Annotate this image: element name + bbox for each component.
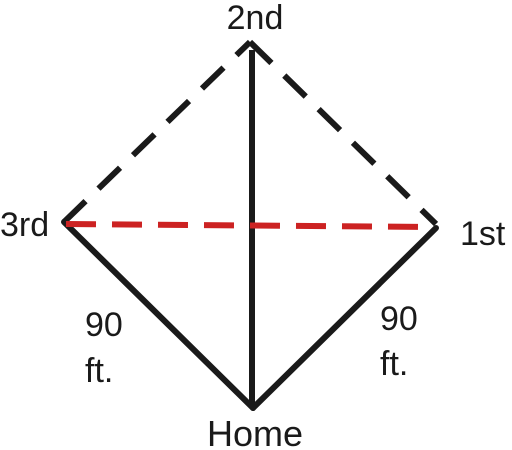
left-distance-unit: ft. (85, 352, 113, 390)
right-distance-unit: ft. (380, 345, 408, 383)
first-base-label: 1st (460, 215, 506, 253)
right-distance-value: 90 (380, 300, 418, 338)
third-to-first-red-dashed-line (65, 221, 433, 230)
third-to-second-dashed-line (61, 39, 253, 225)
second-base-label: 2nd (227, 0, 284, 37)
left-distance-value: 90 (85, 306, 123, 344)
third-base-label: 3rd (0, 206, 49, 244)
home-plate-label: Home (207, 413, 303, 450)
second-to-first-dashed-line (247, 39, 439, 227)
third-to-home-line (61, 219, 256, 411)
first-to-home-line (250, 225, 439, 411)
